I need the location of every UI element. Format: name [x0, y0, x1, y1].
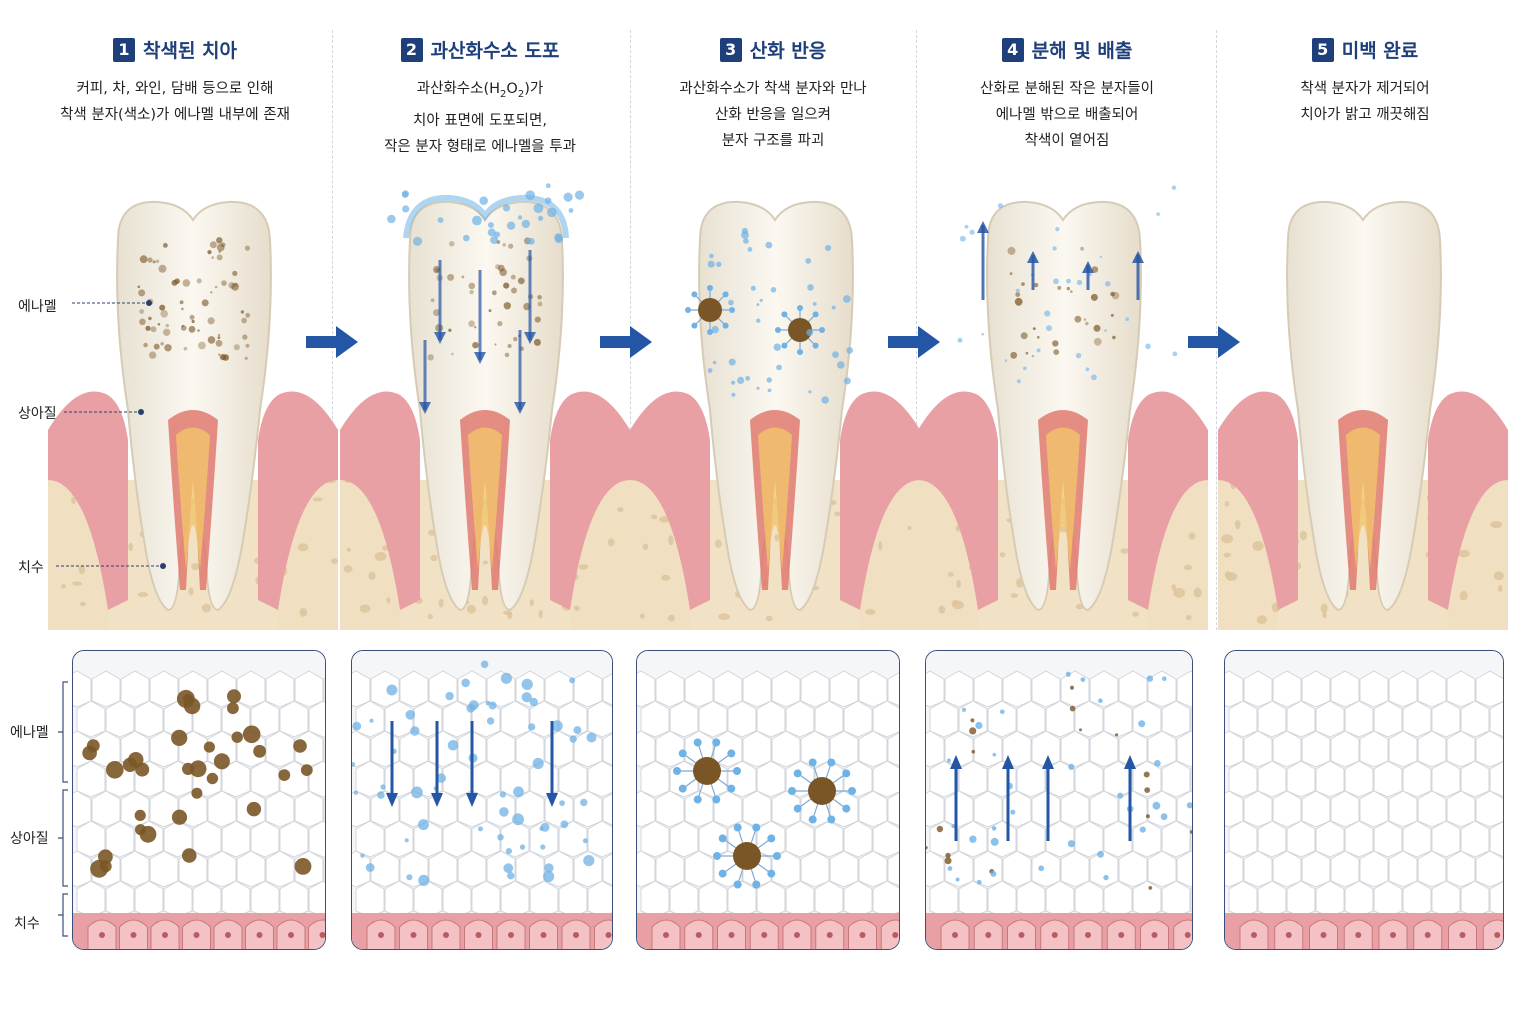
- step-title: 분해 및 배출: [1031, 40, 1133, 62]
- tooth-label-enamel: 에나멜: [18, 299, 57, 315]
- micro-label-dentin: 상아질: [10, 831, 49, 847]
- description-line: 산화로 분해된 작은 분자들이: [980, 81, 1154, 97]
- micro-label-pulp: 치수: [14, 916, 40, 932]
- description-line: 산화 반응을 일으켜: [715, 107, 831, 123]
- description-line: 에나멜 밖으로 배출되어: [995, 107, 1139, 123]
- description-line: 치아가 밝고 깨끗해짐: [1300, 107, 1430, 123]
- step-1-description: 커피, 차, 와인, 담배 등으로 인해 착색 분자(색소)가 에나멜 내부에 …: [30, 76, 320, 128]
- step-4-description: 산화로 분해된 작은 분자들이 에나멜 밖으로 배출되어 착색이 옅어짐: [922, 76, 1212, 154]
- column-divider: [1216, 30, 1217, 630]
- step-3-description: 과산화수소가 착색 분자와 만나 산화 반응을 일으켜 분자 구조를 파괴: [628, 76, 918, 154]
- step-2-header: 2 과산화수소 도포: [335, 36, 625, 63]
- step-3-header: 3 산화 반응: [628, 36, 918, 63]
- tooth-label-dentin: 상아질: [18, 406, 57, 422]
- description-line: 과산화수소(H2O2)가: [416, 81, 544, 100]
- description-line: 분자 구조를 파괴: [721, 133, 825, 149]
- flow-arrow-icon: [886, 322, 942, 362]
- micro-panel-oxidation: [636, 650, 900, 950]
- tooth-illustration-release: [918, 180, 1208, 630]
- step-title: 착색된 치아: [142, 40, 237, 62]
- description-line: 커피, 차, 와인, 담배 등으로 인해: [76, 81, 274, 97]
- tooth-illustration-oxidation: [630, 180, 920, 630]
- description-line: 작은 분자 형태로 에나멜을 투과: [384, 138, 576, 155]
- step-2-description: 과산화수소(H2O2)가 치아 표면에 도포되면, 작은 분자 형태로 에나멜을…: [335, 76, 625, 160]
- tooth-illustration-applied: [340, 180, 630, 630]
- step-number: 3: [719, 37, 742, 62]
- micro-label-brackets: [58, 681, 68, 937]
- description-line: 착색이 옅어짐: [1024, 133, 1110, 149]
- label-leader-lines: [56, 300, 166, 569]
- tooth-label-pulp: 치수: [18, 560, 44, 576]
- micro-label-enamel: 에나멜: [10, 725, 49, 741]
- step-number: 1: [112, 37, 135, 62]
- micro-panel-applied: [351, 650, 613, 950]
- description-line: 치아 표면에 도포되면,: [413, 112, 547, 129]
- micro-panel-release: [925, 650, 1193, 950]
- tooth-illustration-clean: [1218, 180, 1508, 630]
- step-5-description: 착색 분자가 제거되어 치아가 밝고 깨끗해짐: [1220, 76, 1510, 128]
- step-title: 미백 완료: [1341, 40, 1419, 62]
- flow-arrow-icon: [598, 322, 654, 362]
- micro-panel-stained: [72, 650, 326, 950]
- flow-arrow-icon: [1186, 322, 1242, 362]
- step-number: 4: [1001, 37, 1024, 62]
- step-title: 과산화수소 도포: [430, 40, 560, 62]
- step-number: 5: [1311, 37, 1334, 62]
- step-1-header: 1 착색된 치아: [30, 36, 320, 63]
- micro-panel-clean: [1224, 650, 1504, 950]
- column-divider: [916, 30, 917, 630]
- description-line: 착색 분자가 제거되어: [1300, 81, 1430, 97]
- tooth-illustration-stained: [48, 180, 338, 630]
- description-line: 과산화수소가 착색 분자와 만나: [679, 81, 867, 97]
- description-line: 착색 분자(색소)가 에나멜 내부에 존재: [60, 107, 290, 123]
- step-4-header: 4 분해 및 배출: [922, 36, 1212, 63]
- column-divider: [332, 30, 333, 630]
- flow-arrow-icon: [304, 322, 360, 362]
- step-5-header: 5 미백 완료: [1220, 36, 1510, 63]
- step-title: 산화 반응: [749, 40, 827, 62]
- step-number: 2: [400, 37, 423, 62]
